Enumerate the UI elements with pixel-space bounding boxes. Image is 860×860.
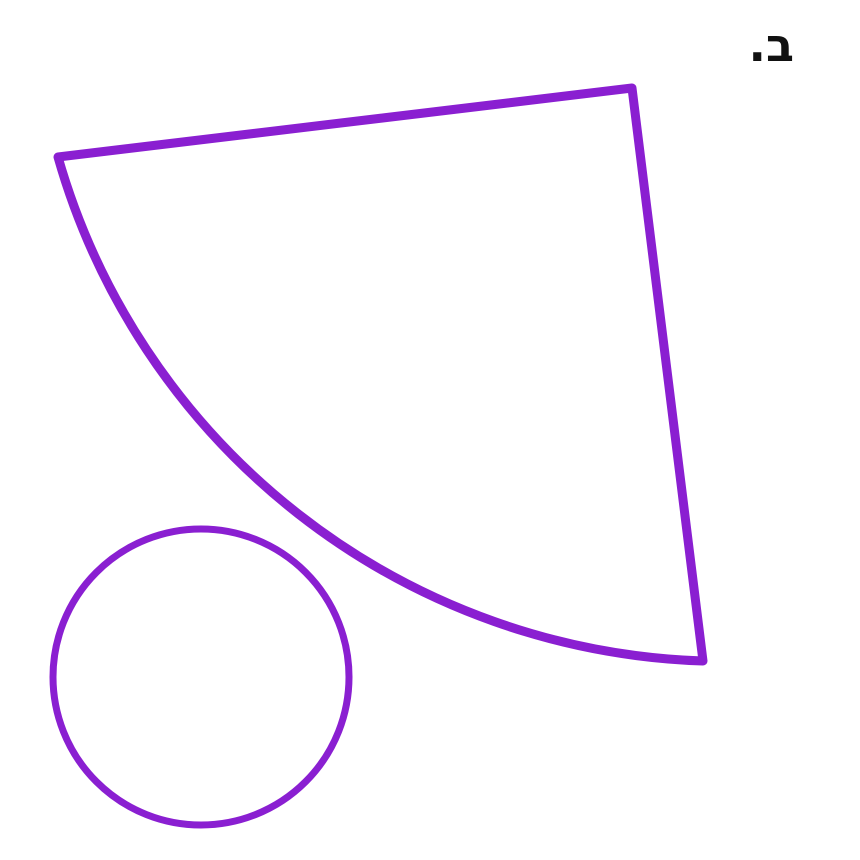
sector-shape <box>53 83 708 666</box>
circle-shape <box>49 525 353 829</box>
option-label: ב. <box>748 18 794 72</box>
